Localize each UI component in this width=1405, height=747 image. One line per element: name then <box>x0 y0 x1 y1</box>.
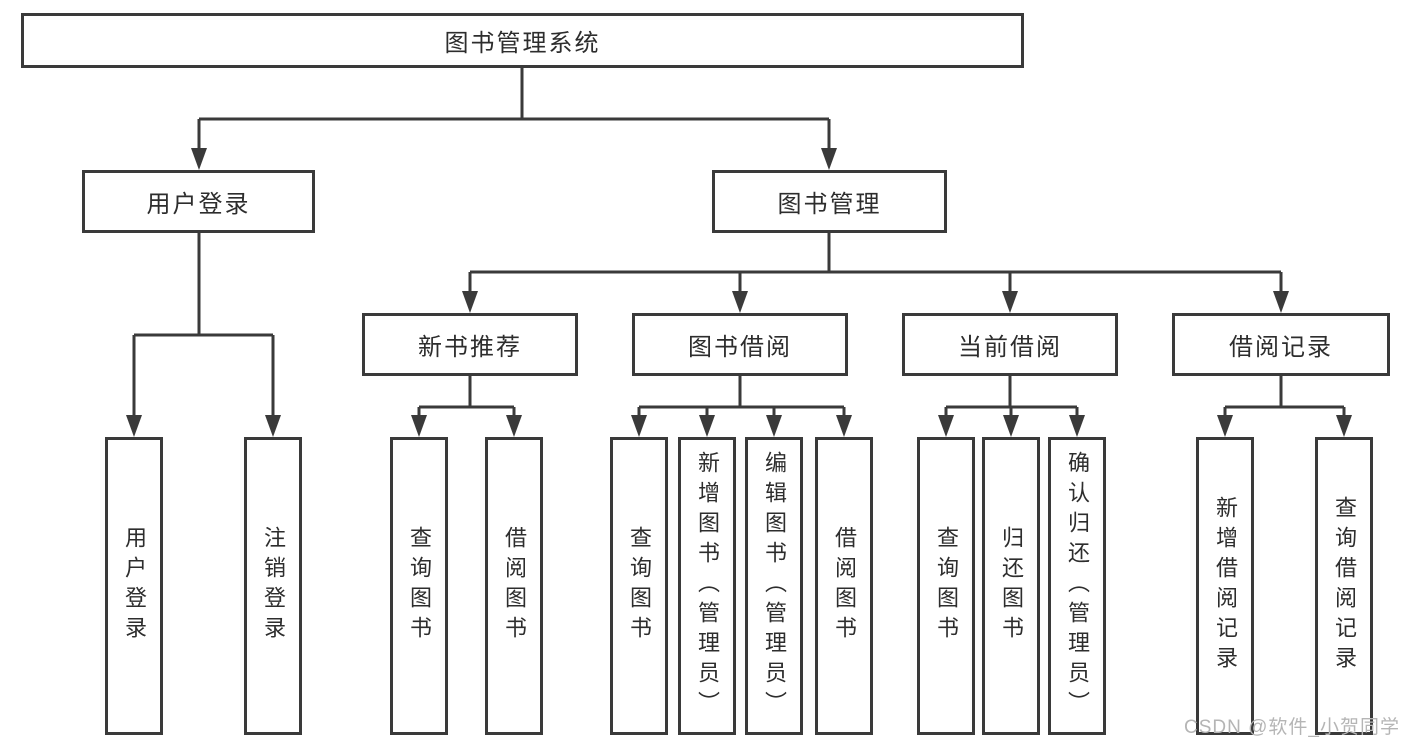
leaf-query-books-borrowing: 查询图书 <box>610 437 668 735</box>
node-label: 归还图书 <box>999 526 1024 646</box>
node-label: 借阅图书 <box>502 526 527 646</box>
arrowhead <box>766 415 782 437</box>
node-label: 用户登录 <box>122 526 147 646</box>
leaf-add-borrow-record: 新增借阅记录 <box>1196 437 1254 735</box>
arrowhead <box>821 148 837 170</box>
leaf-edit-books-admin: 编辑图书（管理员） <box>745 437 803 735</box>
node-label: 图书借阅 <box>688 334 792 361</box>
node-label: 新增图书（管理员） <box>695 451 720 721</box>
leaf-query-books-recommend: 查询图书 <box>390 437 448 735</box>
leaf-user-login: 用户登录 <box>105 437 163 735</box>
node-label: 编辑图书（管理员） <box>762 451 787 721</box>
arrowhead <box>506 415 522 437</box>
arrowhead <box>836 415 852 437</box>
leaf-query-borrow-record: 查询借阅记录 <box>1315 437 1373 735</box>
node-label: 查询图书 <box>934 526 959 646</box>
arrowhead <box>699 415 715 437</box>
node-label: 注销登录 <box>261 526 286 646</box>
leaf-query-books-current: 查询图书 <box>917 437 975 735</box>
node-label: 查询图书 <box>627 526 652 646</box>
node-label: 借阅图书 <box>832 526 857 646</box>
node-book-borrowing: 图书借阅 <box>632 313 848 376</box>
arrowhead <box>1003 415 1019 437</box>
arrowhead <box>126 415 142 437</box>
arrowhead <box>265 415 281 437</box>
node-current-borrowing: 当前借阅 <box>902 313 1118 376</box>
node-label: 借阅记录 <box>1229 334 1333 361</box>
node-label: 确认归还（管理员） <box>1065 451 1090 721</box>
node-label: 图书管理 <box>777 191 882 218</box>
leaf-confirm-return-admin: 确认归还（管理员） <box>1048 437 1106 735</box>
node-label: 查询借阅记录 <box>1332 496 1357 676</box>
leaf-return-books: 归还图书 <box>982 437 1040 735</box>
node-borrowing-records: 借阅记录 <box>1172 313 1390 376</box>
arrowhead <box>411 415 427 437</box>
arrowhead <box>1217 415 1233 437</box>
arrowhead <box>1273 291 1289 313</box>
arrowhead <box>1336 415 1352 437</box>
leaf-logout: 注销登录 <box>244 437 302 735</box>
leaf-add-books-admin: 新增图书（管理员） <box>678 437 736 735</box>
arrowhead <box>732 291 748 313</box>
csdn-watermark: CSDN @软件_小贺同学 <box>1184 717 1400 738</box>
node-user-login: 用户登录 <box>82 170 315 233</box>
leaf-borrow-books-borrowing: 借阅图书 <box>815 437 873 735</box>
node-label: 当前借阅 <box>958 334 1062 361</box>
node-label: 查询图书 <box>407 526 432 646</box>
node-label: 图书管理系统 <box>444 30 601 57</box>
leaf-borrow-books-recommend: 借阅图书 <box>485 437 543 735</box>
arrowhead <box>191 148 207 170</box>
arrowhead <box>462 291 478 313</box>
node-library-management-system: 图书管理系统 <box>21 13 1024 68</box>
node-new-book-recommendation: 新书推荐 <box>362 313 578 376</box>
node-label: 新书推荐 <box>418 334 522 361</box>
node-book-management: 图书管理 <box>712 170 947 233</box>
connector-path <box>132 68 1346 417</box>
node-label: 新增借阅记录 <box>1213 496 1238 676</box>
arrowhead <box>631 415 647 437</box>
arrowhead <box>1069 415 1085 437</box>
node-label: 用户登录 <box>146 191 251 218</box>
arrowhead <box>1002 291 1018 313</box>
arrowheads <box>126 148 1352 437</box>
arrowhead <box>938 415 954 437</box>
